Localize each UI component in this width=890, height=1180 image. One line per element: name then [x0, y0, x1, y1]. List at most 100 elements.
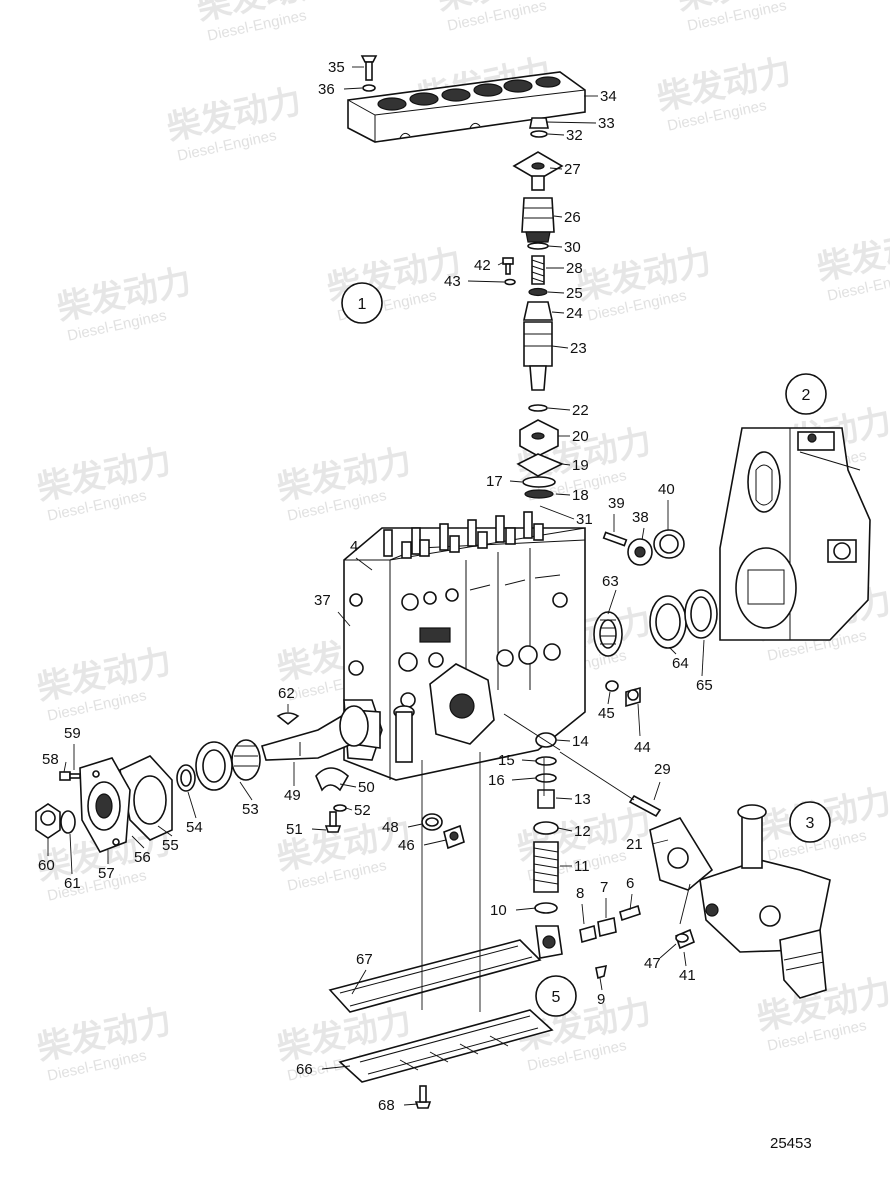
leader-line	[651, 839, 669, 845]
part-callout-48: 48	[382, 819, 399, 836]
leader-line	[521, 759, 537, 762]
part-callout-26: 26	[564, 209, 581, 226]
leader-line	[653, 781, 661, 801]
leader-line	[339, 783, 357, 788]
leader-line	[539, 505, 575, 520]
part-callout-62: 62	[278, 685, 295, 702]
part-callout-23: 23	[570, 340, 587, 357]
coupling-parts	[593, 529, 718, 657]
leader-line	[553, 215, 563, 218]
small-screw	[502, 257, 516, 286]
housing-studs	[383, 511, 544, 559]
part-callout-35: 35	[328, 59, 345, 76]
part-callout-33: 33	[598, 115, 615, 132]
part-callout-45: 45	[598, 705, 615, 722]
leader-line	[547, 291, 565, 294]
leader-line	[157, 825, 173, 837]
part-callout-42: 42	[474, 257, 491, 274]
part-callout-4: 4	[350, 538, 358, 555]
leader-line	[467, 280, 505, 283]
leader-line	[701, 639, 705, 677]
part-callout-19: 19	[572, 457, 589, 474]
leader-line	[547, 133, 565, 136]
leader-line	[607, 691, 611, 705]
leader-line	[131, 835, 145, 849]
leader-line	[549, 167, 563, 170]
stud	[628, 794, 662, 818]
part-callout-53: 53	[242, 801, 259, 818]
leader-line	[555, 797, 573, 800]
leader-line	[581, 903, 585, 925]
delivery-valve-stack	[512, 117, 564, 499]
leader-line	[311, 828, 327, 831]
part-callout-30: 30	[564, 239, 581, 256]
governor-housing	[719, 427, 871, 641]
part-callout-10: 10	[490, 902, 507, 919]
assembly-circle	[789, 801, 831, 843]
part-callout-36: 36	[318, 81, 335, 98]
leader-lines	[47, 66, 705, 1106]
leader-line	[321, 1065, 351, 1070]
part-callout-64: 64	[672, 655, 689, 672]
part-callout-7: 7	[600, 879, 608, 896]
lower-fasteners	[324, 804, 465, 850]
part-callout-11: 11	[574, 858, 590, 875]
part-callout-8: 8	[576, 885, 584, 902]
leader-line	[423, 839, 447, 846]
assembly-circle-label: 3	[806, 815, 815, 832]
assembly-guide-line	[559, 751, 635, 801]
part-callout-66: 66	[296, 1061, 313, 1078]
leader-line	[351, 969, 367, 995]
leader-line	[607, 589, 617, 615]
leader-line	[599, 977, 603, 991]
part-callout-55: 55	[162, 837, 179, 854]
part-callout-25: 25	[566, 285, 583, 302]
part-callout-38: 38	[632, 509, 649, 526]
camshaft-assembly	[79, 705, 381, 853]
leader-line	[683, 951, 687, 967]
leader-line	[403, 1103, 419, 1106]
leader-line	[555, 739, 571, 742]
figure-number: 25453	[770, 1135, 812, 1152]
leader-line	[497, 261, 505, 266]
leader-line	[509, 480, 523, 483]
part-callout-17: 17	[486, 473, 503, 490]
part-callout-14: 14	[572, 733, 589, 750]
part-callout-50: 50	[358, 779, 375, 796]
leader-line	[545, 121, 597, 124]
assembly-guide-line	[503, 713, 561, 751]
part-callout-32: 32	[566, 127, 583, 144]
leader-line	[555, 493, 571, 496]
part-callout-29: 29	[654, 761, 671, 778]
pump-housing	[343, 511, 586, 781]
part-callout-59: 59	[64, 725, 81, 742]
part-callout-24: 24	[566, 305, 583, 322]
leader-line	[69, 833, 73, 875]
part-callout-67: 67	[356, 951, 373, 968]
part-callout-34: 34	[600, 88, 617, 105]
part-callout-60: 60	[38, 857, 55, 874]
front-fasteners	[35, 712, 300, 839]
leader-line	[669, 647, 677, 655]
cover-screw	[360, 55, 378, 92]
part-callout-27: 27	[564, 161, 581, 178]
leader-line	[659, 943, 677, 959]
leader-line	[557, 827, 573, 832]
part-callout-22: 22	[572, 402, 589, 419]
part-callout-20: 20	[572, 428, 589, 445]
assembly-circle	[535, 975, 577, 1017]
part-callout-54: 54	[186, 819, 203, 836]
part-callout-15: 15	[498, 752, 515, 769]
leader-line	[407, 823, 423, 828]
line-art	[35, 55, 871, 1109]
part-callout-44: 44	[634, 739, 651, 756]
assembly-circle-label: 5	[552, 989, 561, 1006]
leader-line	[551, 345, 569, 349]
assembly-circle-label: 2	[802, 387, 811, 404]
part-callout-28: 28	[566, 260, 583, 277]
part-callout-41: 41	[679, 967, 696, 984]
part-callout-9: 9	[597, 991, 605, 1008]
